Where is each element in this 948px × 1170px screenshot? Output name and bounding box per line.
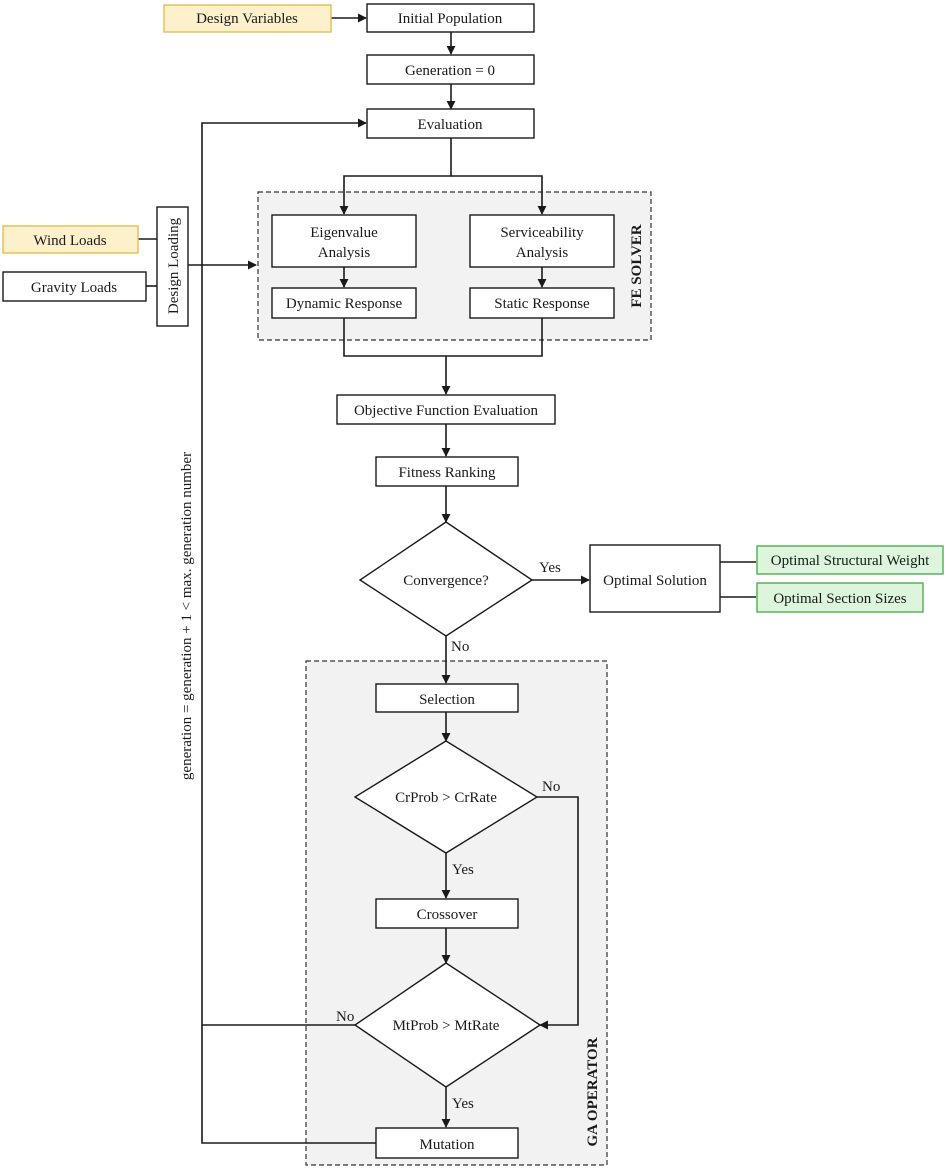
loop-condition-label: generation = generation + 1 < max. gener…	[179, 452, 195, 780]
edge-responses-merge	[343, 318, 543, 357]
convergence-yes-label: Yes	[539, 560, 561, 576]
design-loading-box	[156, 206, 189, 327]
initial-population-label: Initial Population	[398, 11, 503, 27]
generation-zero-label: Generation = 0	[405, 63, 495, 79]
gravity-loads-label: Gravity Loads	[31, 280, 117, 296]
crossover-no-label: No	[542, 779, 560, 795]
edge-crossover-check-no	[537, 796, 579, 1030]
crossover-yes-label: Yes	[452, 862, 474, 878]
optimal-sections-box	[756, 582, 924, 613]
dynamic-response-box	[271, 287, 417, 319]
initial-population-box	[366, 3, 535, 33]
convergence-no-label: No	[451, 639, 469, 655]
optimal-solution-box	[589, 544, 721, 613]
eigenvalue-label-line1: Eigenvalue	[310, 225, 378, 241]
wind-loads-box	[2, 225, 139, 254]
crossover-check-diamond	[353, 740, 539, 854]
fitness-ranking-label: Fitness Ranking	[398, 465, 496, 481]
ga-operator-label: GA OPERATOR	[585, 1037, 601, 1146]
static-response-box	[469, 287, 615, 319]
optimal-sections-label: Optimal Section Sizes	[773, 591, 906, 607]
gravity-loads-box	[2, 271, 147, 302]
eigenvalue-analysis-box	[271, 214, 417, 268]
mutation-box	[375, 1127, 519, 1159]
edge-loop-back	[201, 118, 376, 1144]
mutation-no-label: No	[336, 1009, 354, 1025]
crossover-label: Crossover	[417, 907, 478, 923]
selection-box	[375, 683, 519, 713]
static-response-label: Static Response	[494, 296, 590, 312]
edge-evaluation-split	[339, 138, 452, 215]
eigenvalue-label-line2: Analysis	[318, 245, 371, 261]
mutation-check-label: MtProb > MtRate	[393, 1018, 500, 1034]
serviceability-analysis-box	[469, 214, 615, 268]
selection-label: Selection	[419, 692, 475, 708]
crossover-box	[375, 898, 519, 929]
design-variables-box	[163, 4, 332, 33]
objective-function-label: Objective Function Evaluation	[354, 403, 539, 419]
wind-loads-label: Wind Loads	[33, 233, 106, 249]
optimal-solution-label: Optimal Solution	[603, 573, 707, 589]
dynamic-response-label: Dynamic Response	[286, 296, 403, 312]
convergence-label: Convergence?	[403, 573, 489, 589]
fitness-ranking-box	[375, 456, 519, 487]
crossover-check-label: CrProb > CrRate	[395, 790, 497, 806]
evaluation-box	[366, 108, 535, 139]
mutation-check-diamond	[353, 962, 542, 1088]
mutation-yes-label: Yes	[452, 1096, 474, 1112]
convergence-diamond	[358, 521, 534, 637]
serviceability-label-line2: Analysis	[516, 245, 569, 261]
design-loading-label: Design Loading	[166, 217, 182, 314]
mutation-label: Mutation	[420, 1137, 475, 1153]
serviceability-label-line1: Serviceability	[500, 225, 584, 241]
generation-zero-box	[366, 54, 535, 85]
objective-function-box	[336, 394, 556, 425]
optimal-weight-box	[756, 545, 944, 575]
design-variables-label: Design Variables	[196, 11, 298, 27]
evaluation-label: Evaluation	[418, 117, 483, 133]
fe-solver-label: FE SOLVER	[629, 224, 645, 307]
edge-evaluation-split-right	[451, 175, 547, 215]
optimal-weight-label: Optimal Structural Weight	[771, 553, 930, 569]
